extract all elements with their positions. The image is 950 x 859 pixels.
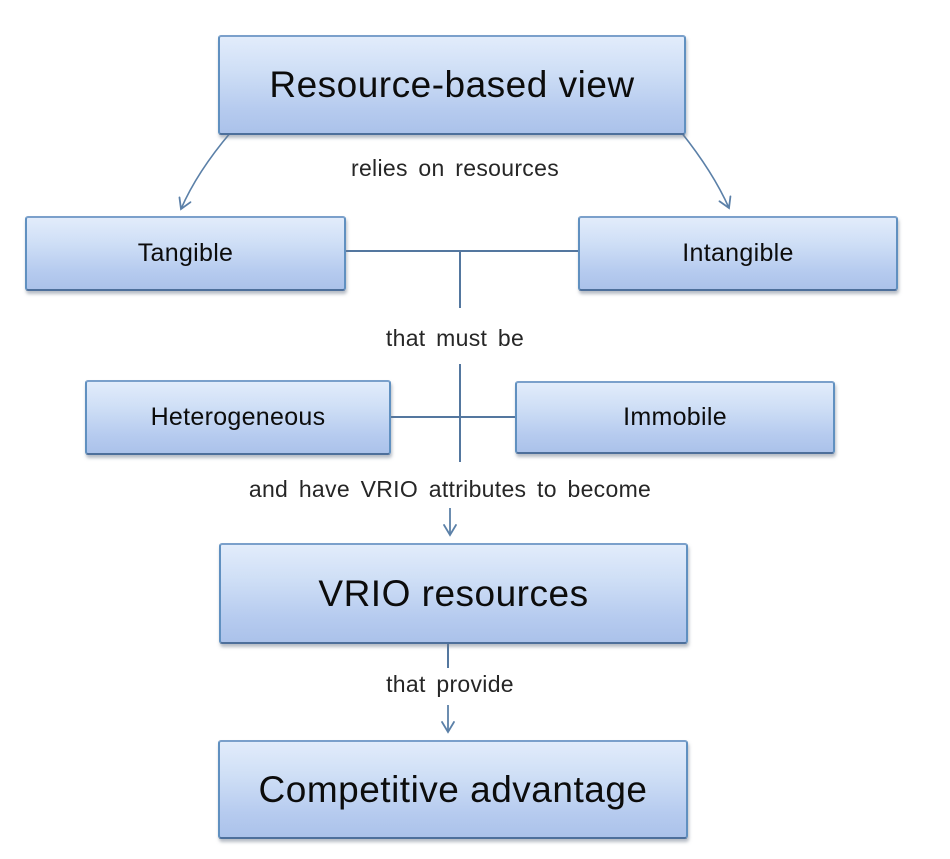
node-heterogeneous-label: Heterogeneous — [150, 403, 326, 431]
node-intangible: Intangible — [578, 216, 898, 291]
edge-label-that-provide: that provide — [386, 671, 514, 697]
node-vrio-resources-label: VRIO resources — [318, 572, 589, 614]
node-vrio-resources: VRIO resources — [219, 543, 688, 644]
node-immobile: Immobile — [515, 381, 835, 454]
edge-label-vrio-attributes: and have VRIO attributes to become — [248, 476, 652, 502]
node-competitive-advantage: Competitive advantage — [218, 740, 688, 839]
node-tangible-label: Tangible — [137, 239, 234, 267]
node-immobile-label: Immobile — [623, 403, 727, 431]
node-intangible-label: Intangible — [682, 239, 794, 267]
edge-rbv-to-intangible — [680, 131, 732, 210]
node-competitive-advantage-label: Competitive advantage — [258, 768, 648, 810]
node-resource-based-view: Resource-based view — [218, 35, 686, 135]
edge-rbv-to-tangible — [178, 131, 232, 211]
node-tangible: Tangible — [25, 216, 346, 291]
node-resource-based-view-label: Resource-based view — [269, 64, 635, 105]
node-heterogeneous: Heterogeneous — [85, 380, 391, 455]
edge-label-that-must-be: that must be — [385, 325, 525, 351]
edge-label-relies-on-resources: relies on resources — [350, 155, 559, 181]
